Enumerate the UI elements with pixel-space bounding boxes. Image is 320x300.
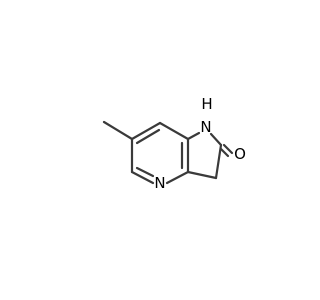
- bond-carbonyl-b: [222, 143, 234, 155]
- bond-c2-c3: [214, 143, 223, 180]
- bond-n1-c2: [209, 132, 223, 147]
- molecule-drawing: H N O N: [102, 95, 246, 192]
- atom-label-hydrogen: H: [201, 95, 212, 113]
- bond-ring-n4-c5: [130, 170, 155, 185]
- bond-methyl: [102, 120, 134, 141]
- bond-ring-n4-c5-inner: [135, 166, 155, 178]
- bond-ring-c6-c7-inner: [135, 128, 161, 145]
- atom-label-oxygen: O: [234, 145, 246, 163]
- atom-label-pyridine-nitrogen: N: [154, 174, 165, 192]
- bond-ring-c7-c7a: [158, 121, 190, 141]
- bond-c3-c3a: [186, 170, 218, 180]
- bond-c7a-n1: [186, 131, 201, 141]
- bond-carbonyl-a: [219, 147, 230, 158]
- bond-ring-c6-c7: [130, 121, 162, 141]
- atom-label-amide-nitrogen: N: [200, 118, 211, 136]
- structure-canvas: H N O N: [102, 95, 246, 192]
- bond-ring-c3a-n4: [165, 170, 190, 185]
